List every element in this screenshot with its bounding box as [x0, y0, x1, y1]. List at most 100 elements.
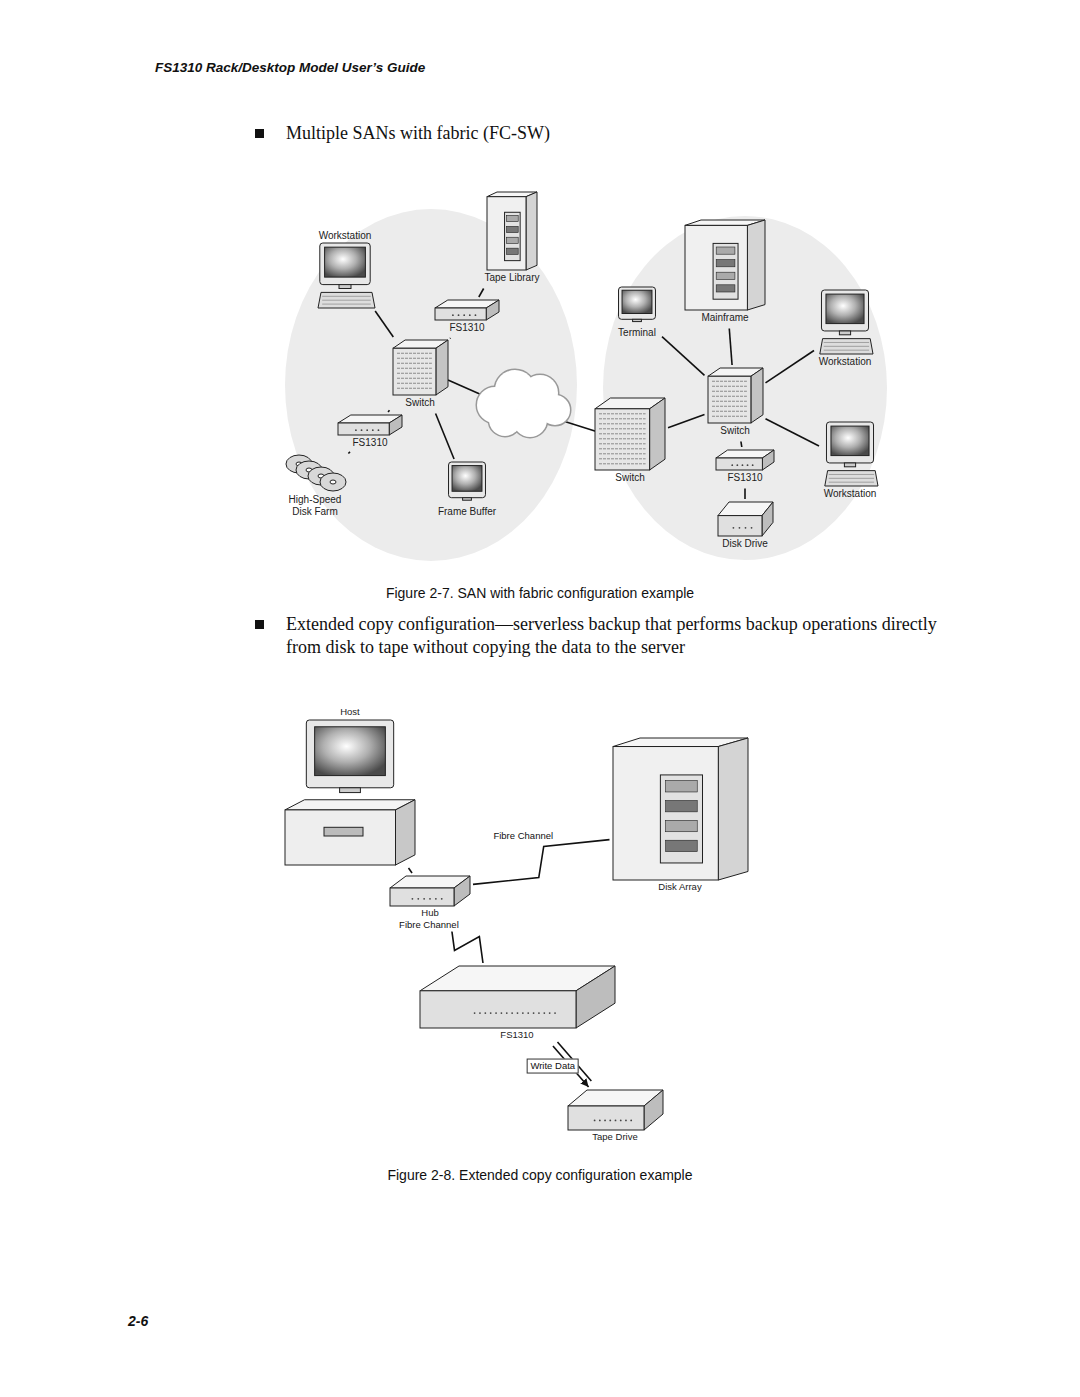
flat-icon — [716, 450, 774, 470]
page-number: 2-6 — [128, 1313, 188, 1331]
device-icon — [285, 720, 415, 865]
network-link — [436, 414, 455, 460]
device-label: FS1310 — [352, 437, 387, 449]
monitor-icon — [820, 290, 873, 354]
running-header: FS1310 Rack/Desktop Model User’s Guide — [155, 60, 425, 75]
monitor-icon — [825, 422, 878, 486]
bullet-text: Multiple SANs with fabric (FC-SW) — [286, 122, 1006, 145]
network-link — [662, 337, 705, 376]
workstation: Workstation — [822, 422, 878, 502]
network-link — [766, 350, 815, 382]
fs1310-unit: FS1310 — [338, 415, 402, 451]
device-icon — [435, 300, 499, 320]
tower-icon — [685, 220, 765, 310]
bullet-text: Extended copy configuration—serverless b… — [286, 613, 946, 659]
network-link — [375, 311, 393, 337]
device-icon — [315, 243, 375, 308]
device-label: Hub — [421, 908, 438, 919]
monitor-icon — [318, 243, 375, 308]
discs-icon — [286, 455, 346, 491]
tower-icon — [613, 738, 748, 880]
fabric-switch: Switch — [595, 398, 665, 486]
device-label: Disk Array — [658, 882, 701, 893]
device-icon — [338, 415, 402, 435]
figure-caption: Figure 2-7. SAN with fabric configuratio… — [140, 585, 940, 603]
device-label: Frame Buffer — [438, 506, 496, 518]
flat-icon — [420, 966, 615, 1028]
network-link — [449, 337, 451, 339]
host-computer: Host — [285, 705, 415, 865]
device-label: FS1310 — [727, 472, 762, 484]
hub: Hub — [390, 876, 470, 921]
device-icon — [390, 876, 470, 906]
figure-caption: Figure 2-8. Extended copy configuration … — [140, 1167, 940, 1185]
network-link — [766, 419, 820, 446]
device-icon — [613, 738, 748, 880]
device-label: Switch — [720, 425, 749, 437]
san-region — [603, 216, 887, 560]
device-icon — [445, 462, 489, 504]
disk-drive: Disk Drive — [718, 502, 773, 552]
flat-icon — [435, 300, 499, 320]
device-label: Workstation — [819, 356, 872, 368]
device-label: Disk Drive — [722, 538, 768, 550]
device-label: Mainframe — [701, 312, 748, 324]
device-label: High-Speed Disk Farm — [283, 494, 347, 517]
network-link — [729, 329, 732, 366]
network-cloud — [477, 370, 570, 437]
switch-icon — [595, 398, 665, 470]
device-icon — [285, 452, 345, 492]
disk-farm: High-Speed Disk Farm — [283, 452, 347, 519]
network-link — [409, 868, 413, 873]
device-label: Workstation — [319, 230, 372, 242]
device-icon — [817, 290, 873, 354]
pc-icon — [285, 720, 415, 865]
mainframe: Mainframe — [685, 220, 765, 326]
monitor-icon — [619, 287, 656, 322]
device-label: Tape Library — [484, 272, 539, 284]
disk-array: Disk Array — [613, 738, 748, 895]
terminal: Terminal — [615, 287, 659, 341]
fabric-switch: Switch — [708, 368, 763, 439]
frame-buffer: Frame Buffer — [438, 462, 496, 520]
link-label: Write Data — [526, 1059, 579, 1074]
monitor-icon — [449, 462, 486, 500]
device-label: Workstation — [824, 488, 877, 500]
tape-drive: Tape Drive — [568, 1090, 663, 1145]
device-label: Switch — [615, 472, 644, 484]
device-icon — [716, 450, 774, 470]
fs1310-unit: FS1310 — [716, 450, 774, 486]
fs1310-unit: FS1310 — [435, 300, 499, 336]
link-label: Fibre Channel — [490, 830, 556, 843]
network-link — [668, 414, 705, 427]
device-label: Tape Drive — [592, 1132, 637, 1143]
network-link — [473, 840, 610, 885]
device-label: Host — [340, 707, 360, 718]
device-icon — [708, 368, 763, 423]
workstation: Workstation — [817, 290, 873, 370]
flat-icon — [718, 502, 773, 536]
network-link — [448, 380, 482, 395]
bullet-square — [255, 129, 264, 138]
flat-icon — [338, 415, 402, 435]
network-link — [479, 289, 484, 298]
device-icon — [685, 220, 765, 310]
device-icon — [615, 287, 659, 325]
switch-icon — [393, 340, 448, 395]
network-link — [740, 442, 742, 448]
flat-icon — [390, 876, 470, 906]
network-link — [348, 452, 350, 454]
device-label: Switch — [405, 397, 434, 409]
tape-library: Tape Library — [484, 192, 539, 286]
device-icon — [420, 966, 615, 1028]
tower-icon — [487, 192, 537, 270]
workstation: Workstation — [315, 228, 375, 309]
fabric-switch: Switch — [393, 340, 448, 411]
flat-icon — [568, 1090, 663, 1130]
device-icon — [595, 398, 665, 470]
device-icon — [568, 1090, 663, 1130]
